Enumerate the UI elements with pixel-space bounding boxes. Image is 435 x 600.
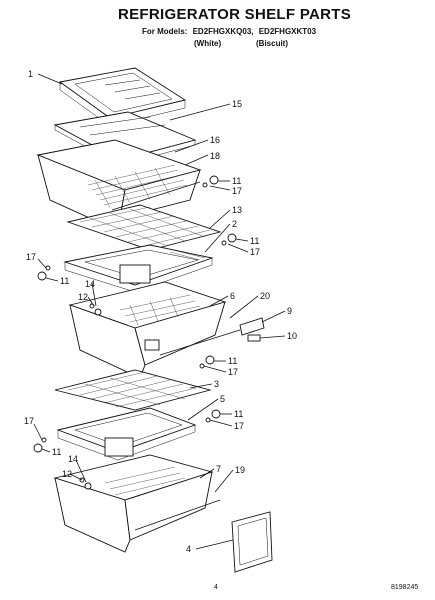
model-list: For Models: ED2FHGXKQ03, ED2FHGXKT03 [142,27,319,36]
part-2-shelf-frame [63,244,214,293]
callout-12: 12 [78,292,88,302]
part-3-grille [54,369,212,411]
callout-9: 9 [287,306,292,316]
callout-6: 6 [230,291,235,301]
callout-17: 17 [26,252,36,262]
part-6-crisper-drawer [68,281,241,379]
part-1-shelf-frame [58,67,187,127]
part-13-grille [66,204,222,251]
callout-20: 20 [260,291,270,301]
part-4-label-card [231,511,273,573]
callout-11: 11 [52,447,61,457]
callout-17: 17 [232,186,242,196]
callout-4: 4 [186,544,191,554]
callout-numbers: 1 15 16 18 11 17 13 2 11 17 17 11 14 12 … [24,69,297,554]
callout-2: 2 [232,219,237,229]
callout-11: 11 [60,276,69,286]
callout-14: 14 [68,454,78,464]
page-title: REFRIGERATOR SHELF PARTS [118,6,352,23]
callout-16: 16 [210,135,220,145]
callout-19: 19 [235,465,245,475]
callout-17: 17 [234,421,244,431]
models-label: For Models: [142,27,188,36]
part-9-bracket [239,317,265,336]
callout-17: 17 [250,247,260,257]
callout-18: 18 [210,151,220,161]
callout-11: 11 [232,176,241,186]
part-7-crisper-drawer [53,454,221,553]
callout-10: 10 [287,331,297,341]
document-number: 8198245 [391,584,419,591]
callout-5: 5 [220,394,225,404]
callout-1: 1 [28,69,33,79]
callout-7: 7 [216,464,221,474]
callout-3: 3 [214,379,219,389]
callout-15: 15 [232,99,242,109]
variant-white: (White) [194,39,222,48]
callout-11: 11 [228,356,237,366]
part-10-cap [247,334,261,342]
variant-biscuit: (Biscuit) [256,39,288,48]
page-number: 4 [214,584,218,591]
callout-12: 12 [62,469,72,479]
leader-lines [33,73,286,550]
part-5-shelf-frame [56,407,197,461]
callout-11: 11 [234,409,243,419]
callout-11: 11 [250,236,259,246]
model-number-white: ED2FHGXKQ03, [192,27,254,36]
callout-17: 17 [24,416,34,426]
model-number-biscuit: ED2FHGXKT03 [258,27,317,36]
callout-13: 13 [232,205,242,215]
callout-17: 17 [228,367,238,377]
callout-14: 14 [85,279,95,289]
